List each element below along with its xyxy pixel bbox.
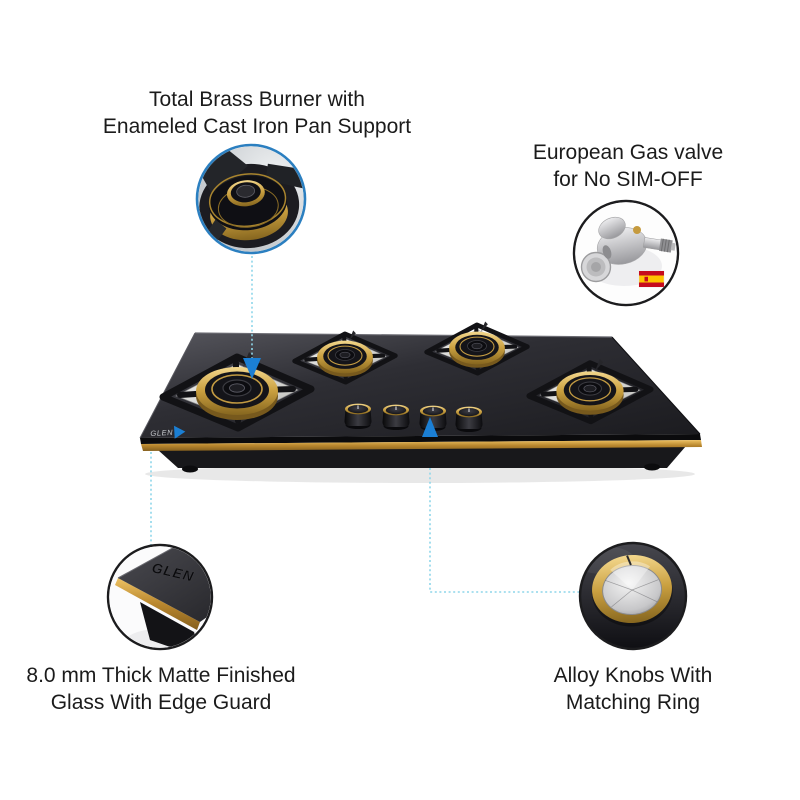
callout-knob-closeup-image (578, 541, 688, 651)
control-knob-2 (381, 404, 411, 431)
glass-top (139, 332, 701, 439)
caption-line: European Gas valve (532, 141, 724, 164)
glen-logo-arrow-icon (174, 425, 186, 439)
caption-line: Alloy Knobs With (553, 664, 713, 687)
caption-line: Matching Ring (565, 691, 701, 714)
glen-logo-text: GLEN (150, 428, 173, 438)
arrow-down-icon (243, 358, 261, 379)
glen-logo: GLEN (150, 425, 186, 439)
control-knob-1 (343, 403, 373, 430)
spain-flag-icon (638, 270, 665, 288)
knob-top-detail (591, 554, 673, 627)
arrow-up-icon (422, 417, 438, 437)
caption-gas-valve: European Gas valve for No SIM-OFF (478, 139, 778, 193)
gas-valve-body (580, 216, 676, 283)
glass-front-lip (140, 434, 701, 444)
gas-hob-product-image: GLEN (139, 321, 702, 483)
valve-outlet-pipe (642, 237, 676, 253)
control-knob-4 (454, 406, 484, 433)
caption-glass-thickness: 8.0 mm Thick Matte Finished Glass With E… (5, 662, 317, 716)
caption-line: Enameled Cast Iron Pan Support (102, 115, 412, 138)
glass-edge-top (118, 546, 211, 622)
hob-foot (182, 465, 198, 473)
caption-line: Total Brass Burner with (149, 88, 365, 111)
callout-burner-closeup-image (195, 143, 307, 255)
callout-glass-edge-image: GLEN (106, 543, 214, 651)
glass-edge-gold-guard (115, 578, 200, 630)
valve-brass-screw (633, 226, 641, 234)
hob-shadow (145, 465, 695, 483)
gold-edge-guard (141, 440, 702, 451)
hob-foot (644, 463, 660, 471)
caption-brass-burner: Total Brass Burner with Enameled Cast Ir… (57, 86, 457, 140)
callout-gas-valve-image (572, 199, 680, 307)
caption-line: for No SIM-OFF (553, 168, 703, 191)
caption-line: Glass With Edge Guard (50, 691, 272, 714)
callout-connectors (150, 256, 579, 593)
connector-knob (429, 468, 579, 593)
caption-alloy-knobs: Alloy Knobs With Matching Ring (483, 662, 783, 716)
caption-line: 8.0 mm Thick Matte Finished (26, 664, 296, 687)
hob-base (158, 446, 686, 473)
